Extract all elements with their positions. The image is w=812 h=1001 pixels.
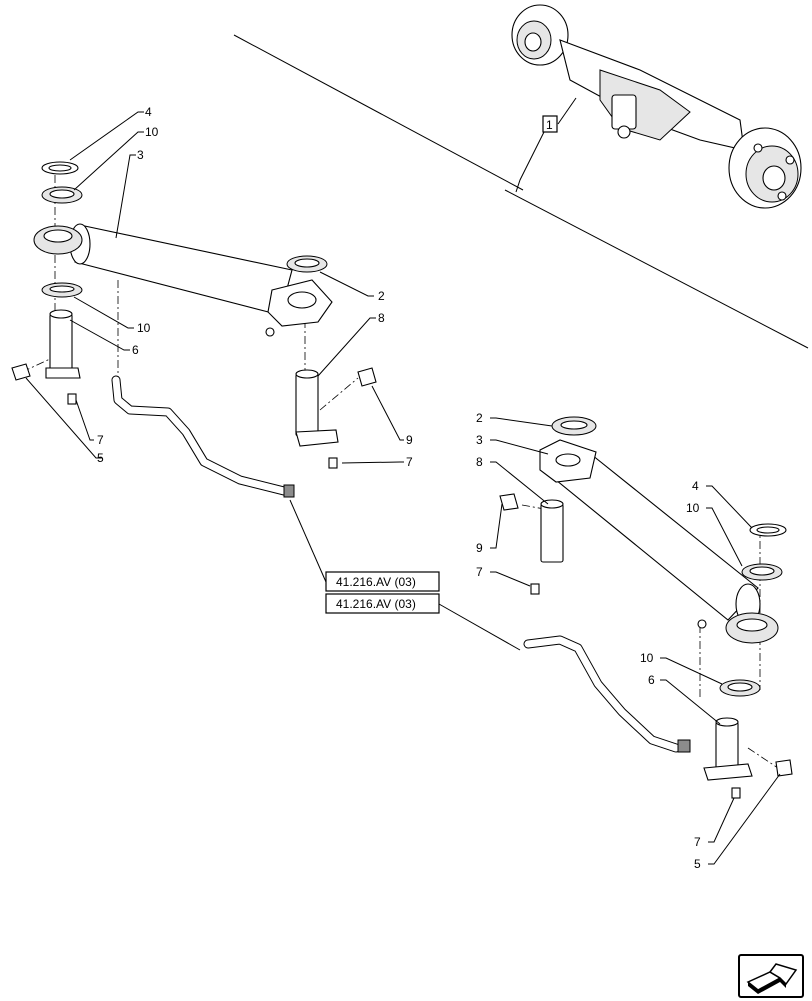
axle-assembly-inset: 1 [233, 4, 809, 349]
bolt-rod-right [530, 583, 540, 595]
inset-frame-line-bottom [504, 189, 809, 349]
callout-right-7-rod: 7 [476, 565, 483, 579]
callout-left-7-rod: 7 [406, 455, 413, 469]
bolt-rod-left [328, 457, 338, 469]
callout-left-10-bottom: 10 [137, 321, 151, 335]
callout-right-8: 8 [476, 455, 483, 469]
callout-right-7-pivot: 7 [694, 835, 701, 849]
right-steering-cylinder-group: 2 3 8 9 7 4 10 10 6 7 5 [476, 411, 793, 871]
callout-left-3: 3 [137, 148, 144, 162]
hose-reference-label-2[interactable]: 41.216.AV (03) [336, 597, 416, 611]
callout-right-10-bottom: 10 [640, 651, 654, 665]
rod-pin-left [295, 373, 319, 437]
cylinder-body-left [74, 224, 293, 316]
grease-fitting-pivot-left [11, 363, 31, 381]
rod-pin-right [540, 503, 564, 563]
grease-fitting-pivot-right [775, 759, 793, 777]
hose-reference-box-2[interactable] [325, 593, 440, 614]
callout-right-3: 3 [476, 433, 483, 447]
left-steering-cylinder-group: 4 10 3 2 8 10 6 9 7 7 5 [11, 105, 413, 498]
callout-left-2: 2 [378, 289, 385, 303]
next-page-arrow-icon [746, 963, 798, 994]
hose-reference-label-1[interactable]: 41.216.AV (03) [336, 575, 416, 589]
callout-left-10-top: 10 [145, 125, 159, 139]
callout-right-6: 6 [648, 673, 655, 687]
bolt-pivot-left [67, 393, 77, 405]
callout-right-4: 4 [692, 479, 699, 493]
inset-callout-label: 1 [546, 118, 553, 132]
callout-right-10-top: 10 [686, 501, 700, 515]
callout-left-4: 4 [145, 105, 152, 119]
hose-reference-boxes: 41.216.AV (03) 41.216.AV (03) [289, 499, 521, 651]
hose-reference-box-1[interactable] [325, 571, 440, 592]
pivot-pin-right [715, 721, 739, 773]
callout-left-6: 6 [132, 343, 139, 357]
next-page-button[interactable] [738, 954, 804, 998]
callout-right-2: 2 [476, 411, 483, 425]
callout-left-9: 9 [406, 433, 413, 447]
callout-left-7-pivot: 7 [97, 433, 104, 447]
callout-left-8: 8 [378, 311, 385, 325]
hydraulic-hose-left [111, 375, 293, 497]
pivot-pin-left [49, 313, 73, 371]
bolt-pivot-right [731, 787, 741, 799]
inset-frame-line-top [233, 34, 524, 191]
callout-left-5: 5 [97, 451, 104, 465]
grease-fitting-rod-left [357, 367, 377, 387]
callout-right-5: 5 [694, 857, 701, 871]
inset-callout-box [542, 115, 558, 133]
callout-right-9: 9 [476, 541, 483, 555]
grease-fitting-rod-right [499, 493, 519, 511]
